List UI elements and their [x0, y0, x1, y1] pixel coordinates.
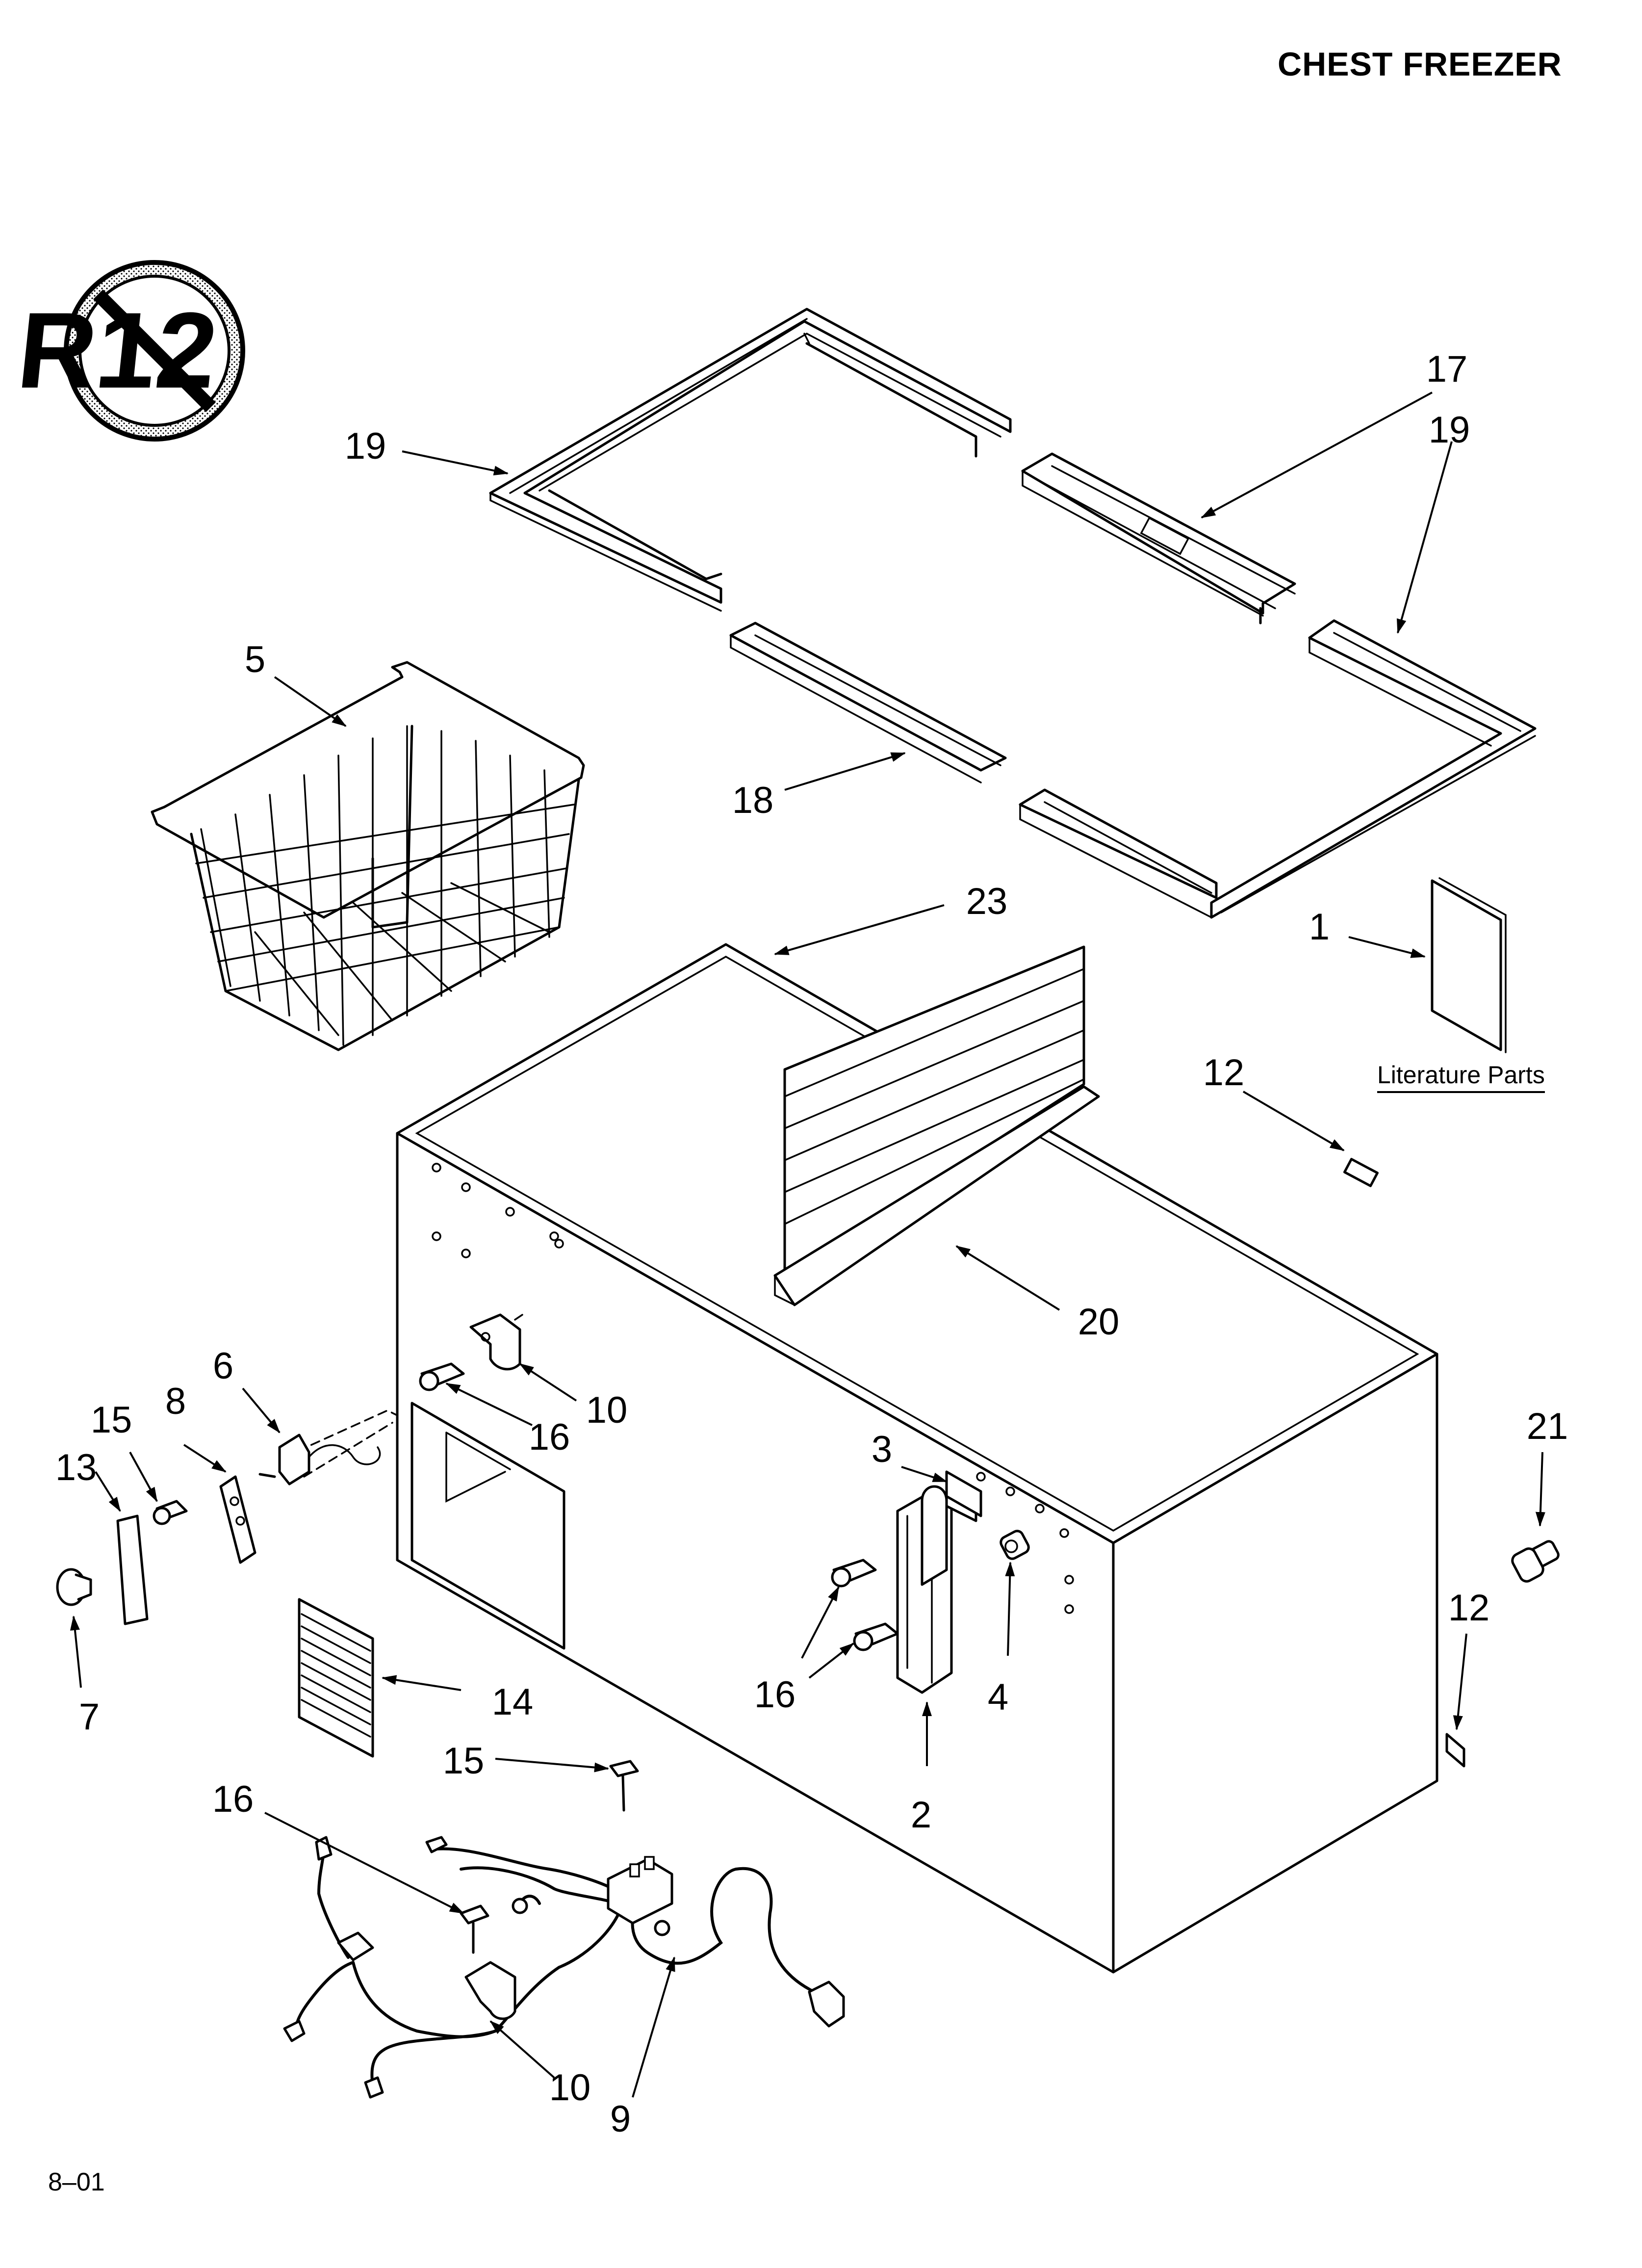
- bracket-screw: [153, 1500, 188, 1525]
- freezer-cabinet: [396, 943, 1438, 1974]
- lid-gasket-right: [1019, 619, 1537, 919]
- callout-12-label-side: 12: [1448, 1587, 1490, 1629]
- vent-grille: [298, 1598, 374, 1758]
- callout-6-thermostat: 6: [212, 1345, 234, 1387]
- callout-13-cover-strip: 13: [55, 1447, 97, 1488]
- callout-10-clamp-lower: 10: [549, 2067, 591, 2109]
- callout-3-hinge-bracket: 3: [871, 1429, 893, 1470]
- control-bracket: [219, 1475, 257, 1564]
- lid-gasket-hinge-strip: [1021, 452, 1296, 625]
- callout-12-label-top: 12: [1203, 1052, 1245, 1094]
- callout-9-wiring-harness: 9: [610, 2098, 631, 2140]
- callout-leaders: [70, 391, 1545, 2098]
- callout-15-harness-screw: 15: [442, 1740, 485, 1782]
- callout-23-cabinet: 23: [966, 881, 1008, 922]
- callout-14-grille: 14: [491, 1681, 534, 1723]
- storage-basket: [151, 661, 585, 1051]
- lid-gasket-bottom-strip: [729, 622, 1007, 783]
- callout-16-screw-upper: 16: [528, 1416, 570, 1458]
- leveling-leg: [1511, 1540, 1560, 1583]
- wiring-harness: [283, 1836, 845, 2099]
- no-r12-icon: R12: [12, 260, 245, 442]
- control-cover-strip: [116, 1514, 149, 1625]
- callout-16-hinge-screws: 16: [754, 1674, 796, 1716]
- callout-1-literature: 1: [1308, 906, 1330, 948]
- callout-16-harness-screw: 16: [212, 1778, 254, 1820]
- page-footer-code: 8–01: [48, 2168, 105, 2196]
- literature-booklet: [1431, 877, 1507, 1053]
- callout-21-leveling-leg: 21: [1526, 1406, 1568, 1447]
- harness-screw-16: [460, 1904, 489, 1954]
- hinge-bracket: [945, 1470, 982, 1517]
- callout-15-bracket-screw: 15: [90, 1399, 132, 1441]
- callout-19-gasket-left: 19: [344, 425, 386, 467]
- callout-19-gasket-right: 19: [1428, 409, 1470, 451]
- mounting-screw-upper: [419, 1362, 465, 1391]
- basket-divider: [773, 945, 1100, 1306]
- thermostat-control: [258, 1434, 381, 1486]
- literature-parts-label: Literature Parts: [1377, 1061, 1545, 1093]
- serial-label-top: [1343, 1158, 1379, 1187]
- harness-screw-15: [609, 1760, 639, 1812]
- callout-17-gasket-hinge: 17: [1426, 348, 1468, 390]
- callout-20-divider: 20: [1078, 1301, 1120, 1343]
- callout-8-control-bracket: 8: [165, 1381, 186, 1422]
- lid-gasket-left: [489, 308, 1012, 612]
- callout-18-gasket-bottom: 18: [732, 780, 774, 821]
- control-knob: [56, 1568, 92, 1606]
- lid-hinge: [896, 1480, 977, 1694]
- page-title: CHEST FREEZER: [1278, 46, 1562, 83]
- callout-4-bushing: 4: [987, 1676, 1009, 1718]
- serial-label-side: [1445, 1733, 1465, 1768]
- hinge-screws: [831, 1559, 899, 1651]
- callout-2-hinge: 2: [910, 1794, 932, 1836]
- callout-7-knob: 7: [78, 1696, 100, 1738]
- callout-10-clamp-upper: 10: [586, 1389, 628, 1431]
- callout-5-basket: 5: [244, 639, 266, 680]
- hinge-bushing: [1000, 1530, 1030, 1560]
- wire-clamp-upper: [469, 1313, 523, 1371]
